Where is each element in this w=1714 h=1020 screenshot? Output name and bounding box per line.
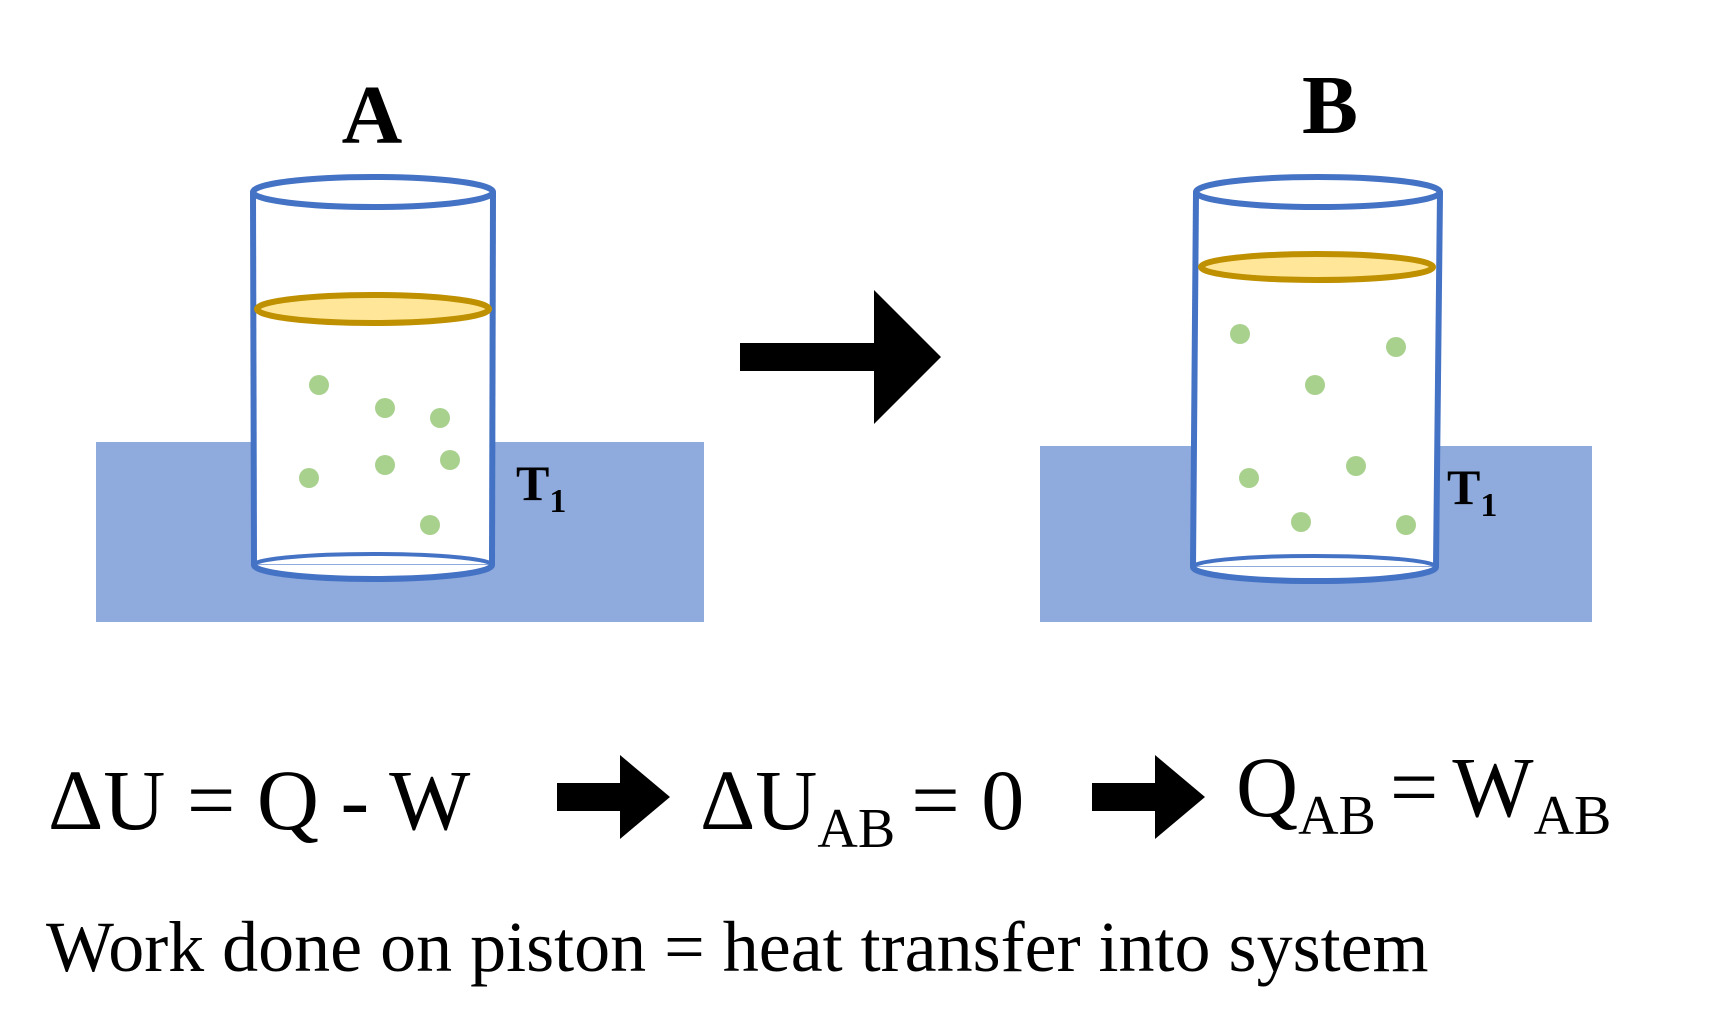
- equals-sign: =: [1390, 739, 1439, 835]
- reservoir-b-temperature: T1: [1447, 459, 1497, 524]
- gas-particle: [1386, 337, 1406, 357]
- equation-line: ΔU = Q - W ΔUAB= 0 QAB=WAB: [48, 739, 1611, 860]
- cylinder-b-right-wall: [1433, 191, 1443, 568]
- cylinder-a: [250, 174, 496, 582]
- temperature-subscript: 1: [1480, 487, 1497, 524]
- temperature-subscript: 1: [549, 483, 566, 520]
- work-subscript: AB: [1534, 785, 1612, 847]
- process-arrow: [740, 290, 941, 424]
- cylinder-b: [1190, 174, 1443, 585]
- cylinder-b-bottom-rim: [1190, 565, 1439, 585]
- piston-a: [254, 292, 492, 326]
- gas-particle: [1396, 515, 1416, 535]
- cylinder-a-bottom-rim-back: [252, 552, 494, 566]
- implies-arrow-2: [1092, 755, 1205, 839]
- cylinder-a-interior: [254, 192, 492, 564]
- heat-work-equality: QAB=WAB: [1236, 739, 1611, 847]
- energy-change-subscript: AB: [817, 798, 895, 860]
- cylinder-b-bottom-rim-back: [1191, 553, 1438, 568]
- reservoir-a-temperature: T1: [516, 455, 566, 520]
- gas-particles-b: [1230, 324, 1416, 535]
- internal-energy-change: ΔUAB = 0: [700, 752, 1024, 860]
- gas-particle: [299, 468, 319, 488]
- piston-b: [1198, 251, 1436, 283]
- cylinder-a-left-wall: [250, 191, 257, 566]
- work-symbol: W: [1452, 739, 1533, 835]
- gas-particle: [375, 398, 395, 418]
- gas-particle: [1239, 468, 1259, 488]
- gas-particle: [420, 515, 440, 535]
- gas-particle: [440, 450, 460, 470]
- cylinder-a-right-wall: [489, 191, 496, 566]
- first-law-equation: ΔU = Q - W: [48, 752, 470, 848]
- gas-particle: [1230, 324, 1250, 344]
- temperature-symbol: T: [1447, 459, 1480, 515]
- implies-arrow-1: [557, 755, 670, 839]
- energy-change-value: = 0: [911, 752, 1024, 848]
- state-a-panel: A T1: [96, 69, 704, 622]
- cylinder-a-top-rim: [250, 174, 496, 210]
- gas-particle: [309, 375, 329, 395]
- state-a-label: A: [342, 69, 403, 162]
- gas-particle: [430, 408, 450, 428]
- gas-particle: [1291, 512, 1311, 532]
- gas-particle: [1346, 456, 1366, 476]
- gas-particles-a: [299, 375, 460, 535]
- gas-particle: [1305, 375, 1325, 395]
- cylinder-b-top-rim: [1193, 174, 1443, 210]
- energy-change-symbol: ΔU: [700, 752, 817, 848]
- cylinder-b-left-wall: [1190, 191, 1199, 568]
- heat-subscript: AB: [1298, 785, 1376, 847]
- heat-symbol: Q: [1236, 739, 1298, 835]
- state-b-panel: B T1: [1040, 59, 1592, 622]
- cylinder-a-bottom-rim: [251, 563, 495, 582]
- gas-particle: [375, 455, 395, 475]
- caption: Work done on piston = heat transfer into…: [46, 907, 1429, 987]
- temperature-symbol: T: [516, 455, 549, 511]
- state-b-label: B: [1302, 59, 1358, 152]
